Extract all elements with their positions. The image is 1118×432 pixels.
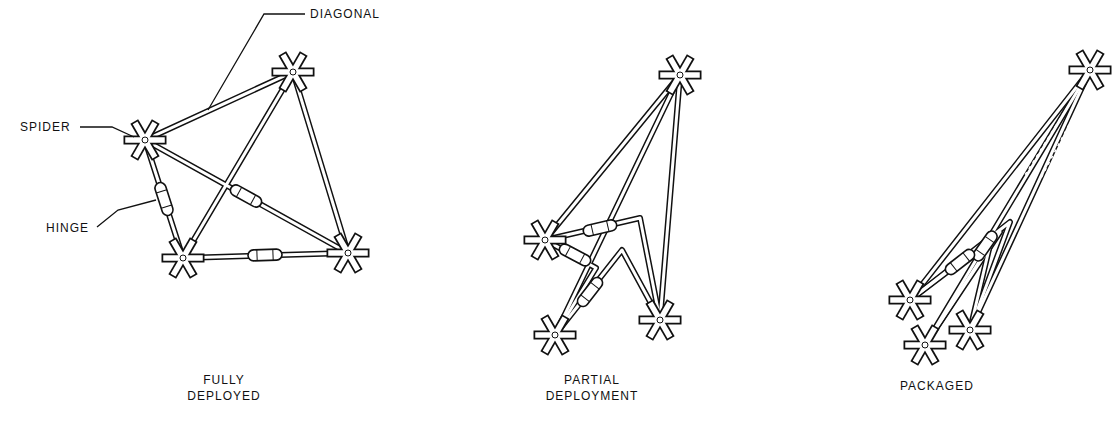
state-caption: PARTIAL DEPLOYMENT [540, 372, 644, 404]
part-label: SPIDER [20, 119, 71, 135]
leader-line [97, 200, 156, 227]
part-label: DIAGONAL [310, 6, 380, 22]
part-label: HINGE [46, 220, 89, 236]
state-caption: FULLY DEPLOYED [180, 372, 268, 404]
leader-line [208, 14, 305, 110]
state-caption: PACKAGED [900, 378, 974, 394]
leader-line [80, 127, 134, 137]
